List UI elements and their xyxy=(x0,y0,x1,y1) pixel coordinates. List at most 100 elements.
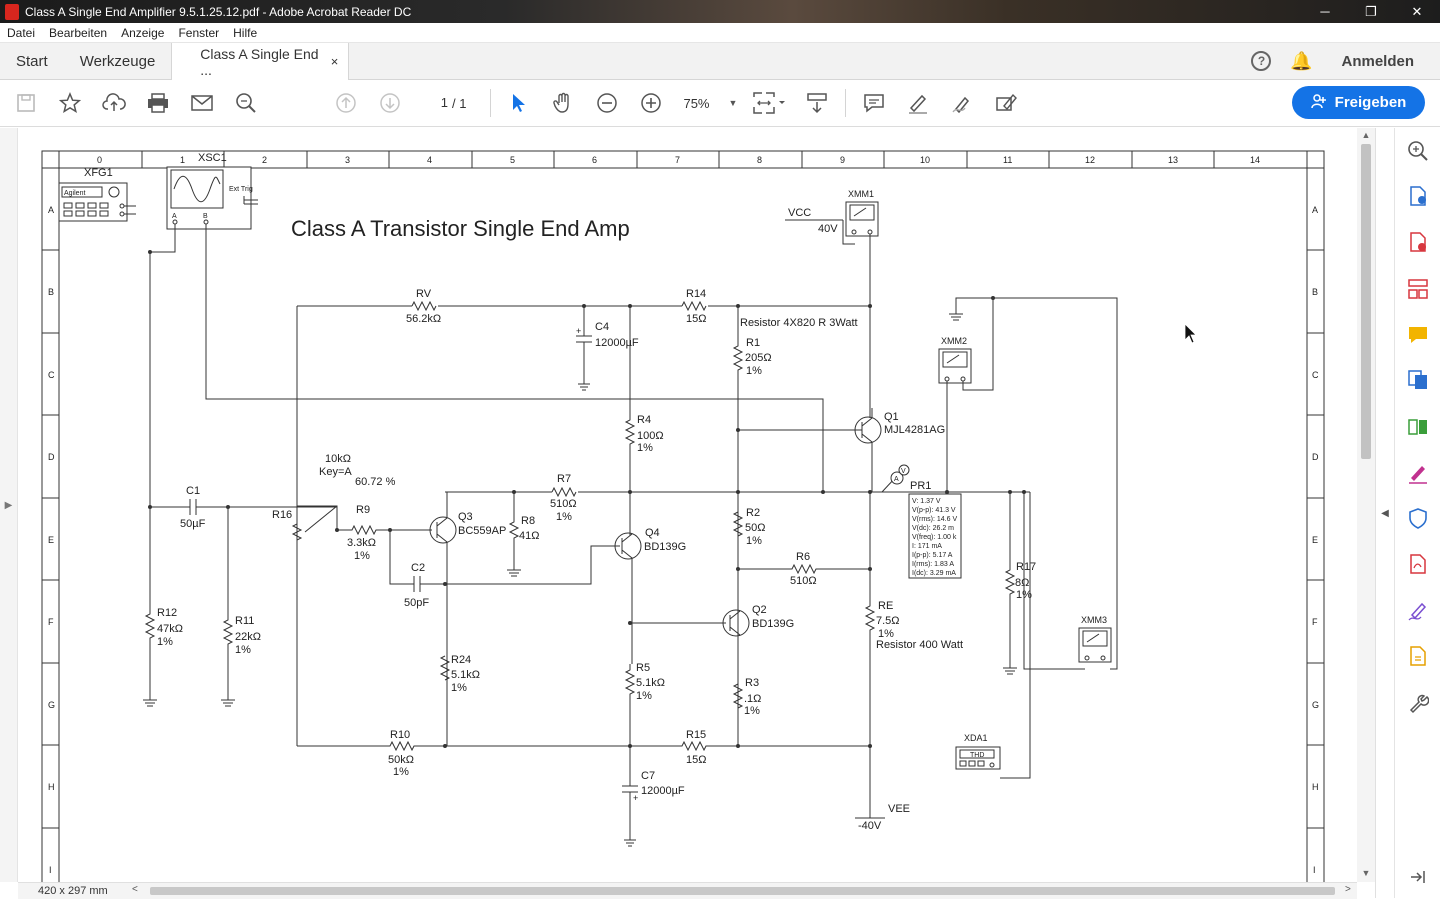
svg-text:510Ω: 510Ω xyxy=(550,498,577,510)
svg-text:XSC1: XSC1 xyxy=(198,152,227,164)
left-panel-toggle[interactable]: ▶ xyxy=(0,128,18,882)
svg-text:1%: 1% xyxy=(746,535,762,547)
next-page-icon[interactable] xyxy=(368,88,412,118)
transistor-q1: Q1 MJL4281AG xyxy=(738,408,945,492)
col-label: 6 xyxy=(592,155,597,165)
combine-files-icon[interactable] xyxy=(1406,368,1430,392)
resistor-r7 xyxy=(551,486,577,498)
comment-icon[interactable] xyxy=(852,88,896,118)
pdf-icon[interactable] xyxy=(1406,552,1430,576)
maximize-button[interactable]: ❐ xyxy=(1365,3,1377,19)
hand-tool-icon[interactable] xyxy=(541,88,585,118)
resistor-r1 xyxy=(732,306,744,746)
tab-start[interactable]: Start xyxy=(16,52,48,70)
zoom-in-icon[interactable] xyxy=(629,88,673,118)
zoom-out-icon[interactable] xyxy=(585,88,629,118)
row-label: C xyxy=(1312,370,1319,380)
edit-stamp-icon[interactable] xyxy=(984,88,1028,118)
zoom-level-value: 75% xyxy=(683,95,710,111)
minimize-button[interactable]: ─ xyxy=(1320,4,1330,19)
svg-text:R12: R12 xyxy=(157,607,177,619)
svg-text:15Ω: 15Ω xyxy=(686,313,706,325)
previous-page-icon[interactable] xyxy=(324,88,368,118)
svg-text:A: A xyxy=(894,476,899,483)
svg-text:1%: 1% xyxy=(235,644,251,656)
export-pdf-icon[interactable] xyxy=(1406,184,1430,208)
page-fit-icon[interactable] xyxy=(743,88,795,118)
scroll-down-icon[interactable]: ▼ xyxy=(1361,868,1371,878)
document-viewport[interactable]: 0 1 2 3 4 5 6 7 8 9 10 11 12 13 14 A xyxy=(18,128,1357,882)
tab-document[interactable]: Class A Single End ... × xyxy=(171,43,350,80)
right-panel-toggle[interactable]: ◀ xyxy=(1375,128,1394,898)
print-icon[interactable] xyxy=(136,88,180,118)
row-label: F xyxy=(48,617,54,627)
svg-text:R4: R4 xyxy=(637,414,651,426)
svg-text:VEE: VEE xyxy=(888,803,910,815)
mail-icon[interactable] xyxy=(180,88,224,118)
page-size-label: 420 x 297 mm xyxy=(38,885,108,897)
more-tools-icon[interactable] xyxy=(1406,691,1430,715)
menu-bearbeiten[interactable]: Bearbeiten xyxy=(49,25,108,40)
svg-text:+: + xyxy=(576,326,581,336)
svg-text:R9: R9 xyxy=(356,504,370,516)
svg-text:B: B xyxy=(203,213,208,220)
select-cursor-icon[interactable] xyxy=(497,88,541,118)
svg-text:R6: R6 xyxy=(796,551,810,563)
svg-text:Resistor 4X820 R 3Watt: Resistor 4X820 R 3Watt xyxy=(740,317,858,329)
svg-text:50µF: 50µF xyxy=(180,518,206,530)
sign-icon[interactable] xyxy=(1406,599,1430,623)
scroll-up-icon[interactable]: ▲ xyxy=(1361,130,1371,140)
menu-datei[interactable]: Datei xyxy=(7,25,36,40)
menu-bar: Datei Bearbeiten Anzeige Fenster Hilfe xyxy=(0,23,1440,43)
menu-hilfe[interactable]: Hilfe xyxy=(233,25,258,40)
page-number-input[interactable]: 1 xyxy=(440,95,448,110)
share-button[interactable]: Freigeben xyxy=(1292,86,1425,119)
comment-icon[interactable] xyxy=(1406,323,1430,347)
close-window-button[interactable]: ✕ xyxy=(1411,3,1423,19)
resistor-r2 xyxy=(732,511,744,537)
horizontal-scroll-thumb[interactable] xyxy=(150,887,1335,895)
close-tab-icon[interactable]: × xyxy=(330,54,339,69)
notification-bell-icon[interactable]: 🔔 xyxy=(1290,50,1313,71)
zoom-tool-icon[interactable] xyxy=(1406,139,1430,163)
svg-text:5.1kΩ: 5.1kΩ xyxy=(451,669,480,681)
svg-text:1%: 1% xyxy=(744,705,760,717)
compress-icon[interactable] xyxy=(1406,415,1430,439)
capacitor-c7: C7 12000µF + xyxy=(622,746,685,847)
expand-left-icon: ▶ xyxy=(4,499,13,511)
resistor-r5 xyxy=(624,664,636,746)
bookmark-star-icon[interactable] xyxy=(48,88,92,118)
vertical-scrollbar[interactable]: ▲ ▼ xyxy=(1357,128,1375,882)
svg-text:MJL4281AG: MJL4281AG xyxy=(884,424,945,436)
col-label: 11 xyxy=(1003,155,1012,165)
protect-icon[interactable] xyxy=(1406,506,1430,530)
svg-text:7.5Ω: 7.5Ω xyxy=(876,615,900,627)
draw-freehand-icon[interactable] xyxy=(940,88,984,118)
zoom-level-dropdown[interactable]: 75% ▼ xyxy=(673,91,743,115)
menu-anzeige[interactable]: Anzeige xyxy=(121,25,165,40)
fill-sign-icon[interactable] xyxy=(1406,461,1430,485)
send-review-icon[interactable] xyxy=(1406,644,1430,668)
menu-fenster[interactable]: Fenster xyxy=(178,25,220,40)
row-label: D xyxy=(1312,452,1319,462)
svg-text:1%: 1% xyxy=(636,690,652,702)
collapse-panel-icon[interactable] xyxy=(1406,865,1430,889)
svg-text:10kΩ: 10kΩ xyxy=(325,453,351,465)
search-icon[interactable] xyxy=(224,88,268,118)
scroll-mode-icon[interactable] xyxy=(795,88,839,118)
sheet-inner-frame xyxy=(58,167,1308,882)
highlight-pen-icon[interactable] xyxy=(896,88,940,118)
tab-tools[interactable]: Werkzeuge xyxy=(79,52,156,70)
upload-cloud-icon[interactable] xyxy=(92,88,136,118)
scroll-right-icon[interactable]: > xyxy=(1345,884,1351,895)
vertical-scroll-thumb[interactable] xyxy=(1361,144,1371,459)
sign-in-link[interactable]: Anmelden xyxy=(1341,52,1414,70)
create-pdf-icon[interactable] xyxy=(1406,230,1430,254)
svg-text:8Ω: 8Ω xyxy=(1015,577,1029,589)
scroll-left-icon[interactable]: < xyxy=(132,884,138,895)
save-icon[interactable] xyxy=(4,88,48,118)
organize-pages-icon[interactable] xyxy=(1406,277,1430,301)
svg-text:A: A xyxy=(172,213,177,220)
help-icon[interactable]: ? xyxy=(1241,43,1281,79)
svg-text:1%: 1% xyxy=(157,636,173,648)
